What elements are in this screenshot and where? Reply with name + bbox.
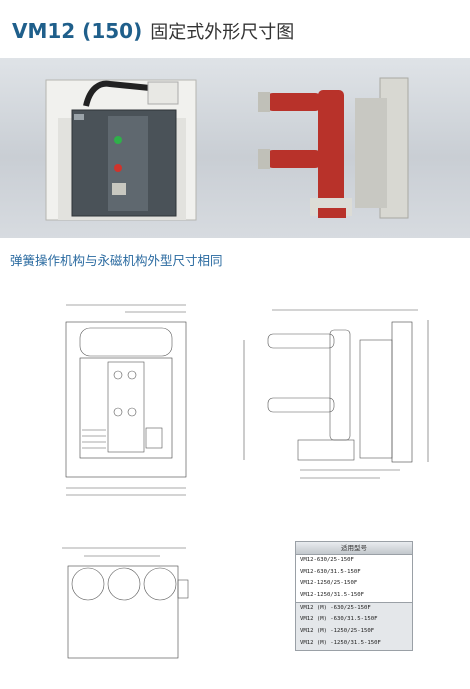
- side-view-photo: [258, 77, 409, 219]
- page-title: VM12 (150) 固定式外形尺寸图: [12, 18, 294, 44]
- photo-banner: [0, 58, 470, 238]
- front-view-photo: [45, 79, 197, 221]
- table-row: VM12-630/25-150F: [300, 557, 354, 563]
- table-row: VM12-630/31.5-150F: [300, 568, 361, 575]
- model-name: VM12 (150): [12, 19, 143, 43]
- table-row: VM12 (M) -630/31.5-150F: [300, 616, 378, 623]
- table-header: 适用型号: [296, 542, 412, 555]
- table-group-m: VM12 (M) -630/25-150F VM12 (M) -630/31.5…: [296, 601, 412, 650]
- title-cn: 固定式外形尺寸图: [150, 22, 295, 43]
- table-row: VM12 (M) -1250/31.5-150F: [300, 639, 381, 646]
- table-row: VM12-1250/31.5-150F: [300, 592, 364, 599]
- table-row: VM12 (M) -630/25-150F: [300, 604, 371, 611]
- top-dimension-drawing: [62, 547, 189, 659]
- table-row: VM12 (M) -1250/25-150F: [300, 628, 375, 635]
- table-row: VM12-1250/25-150F: [300, 580, 358, 587]
- front-dimension-drawing: [65, 304, 187, 496]
- side-dimension-drawing: [243, 309, 429, 479]
- breaker-photos: [45, 77, 409, 221]
- subtitle: 弹簧操作机构与永磁机构外型尺寸相同: [10, 253, 223, 268]
- applicable-models-table: 适用型号 VM12-630/25-150F VM12-630/31.5-150F…: [295, 541, 413, 651]
